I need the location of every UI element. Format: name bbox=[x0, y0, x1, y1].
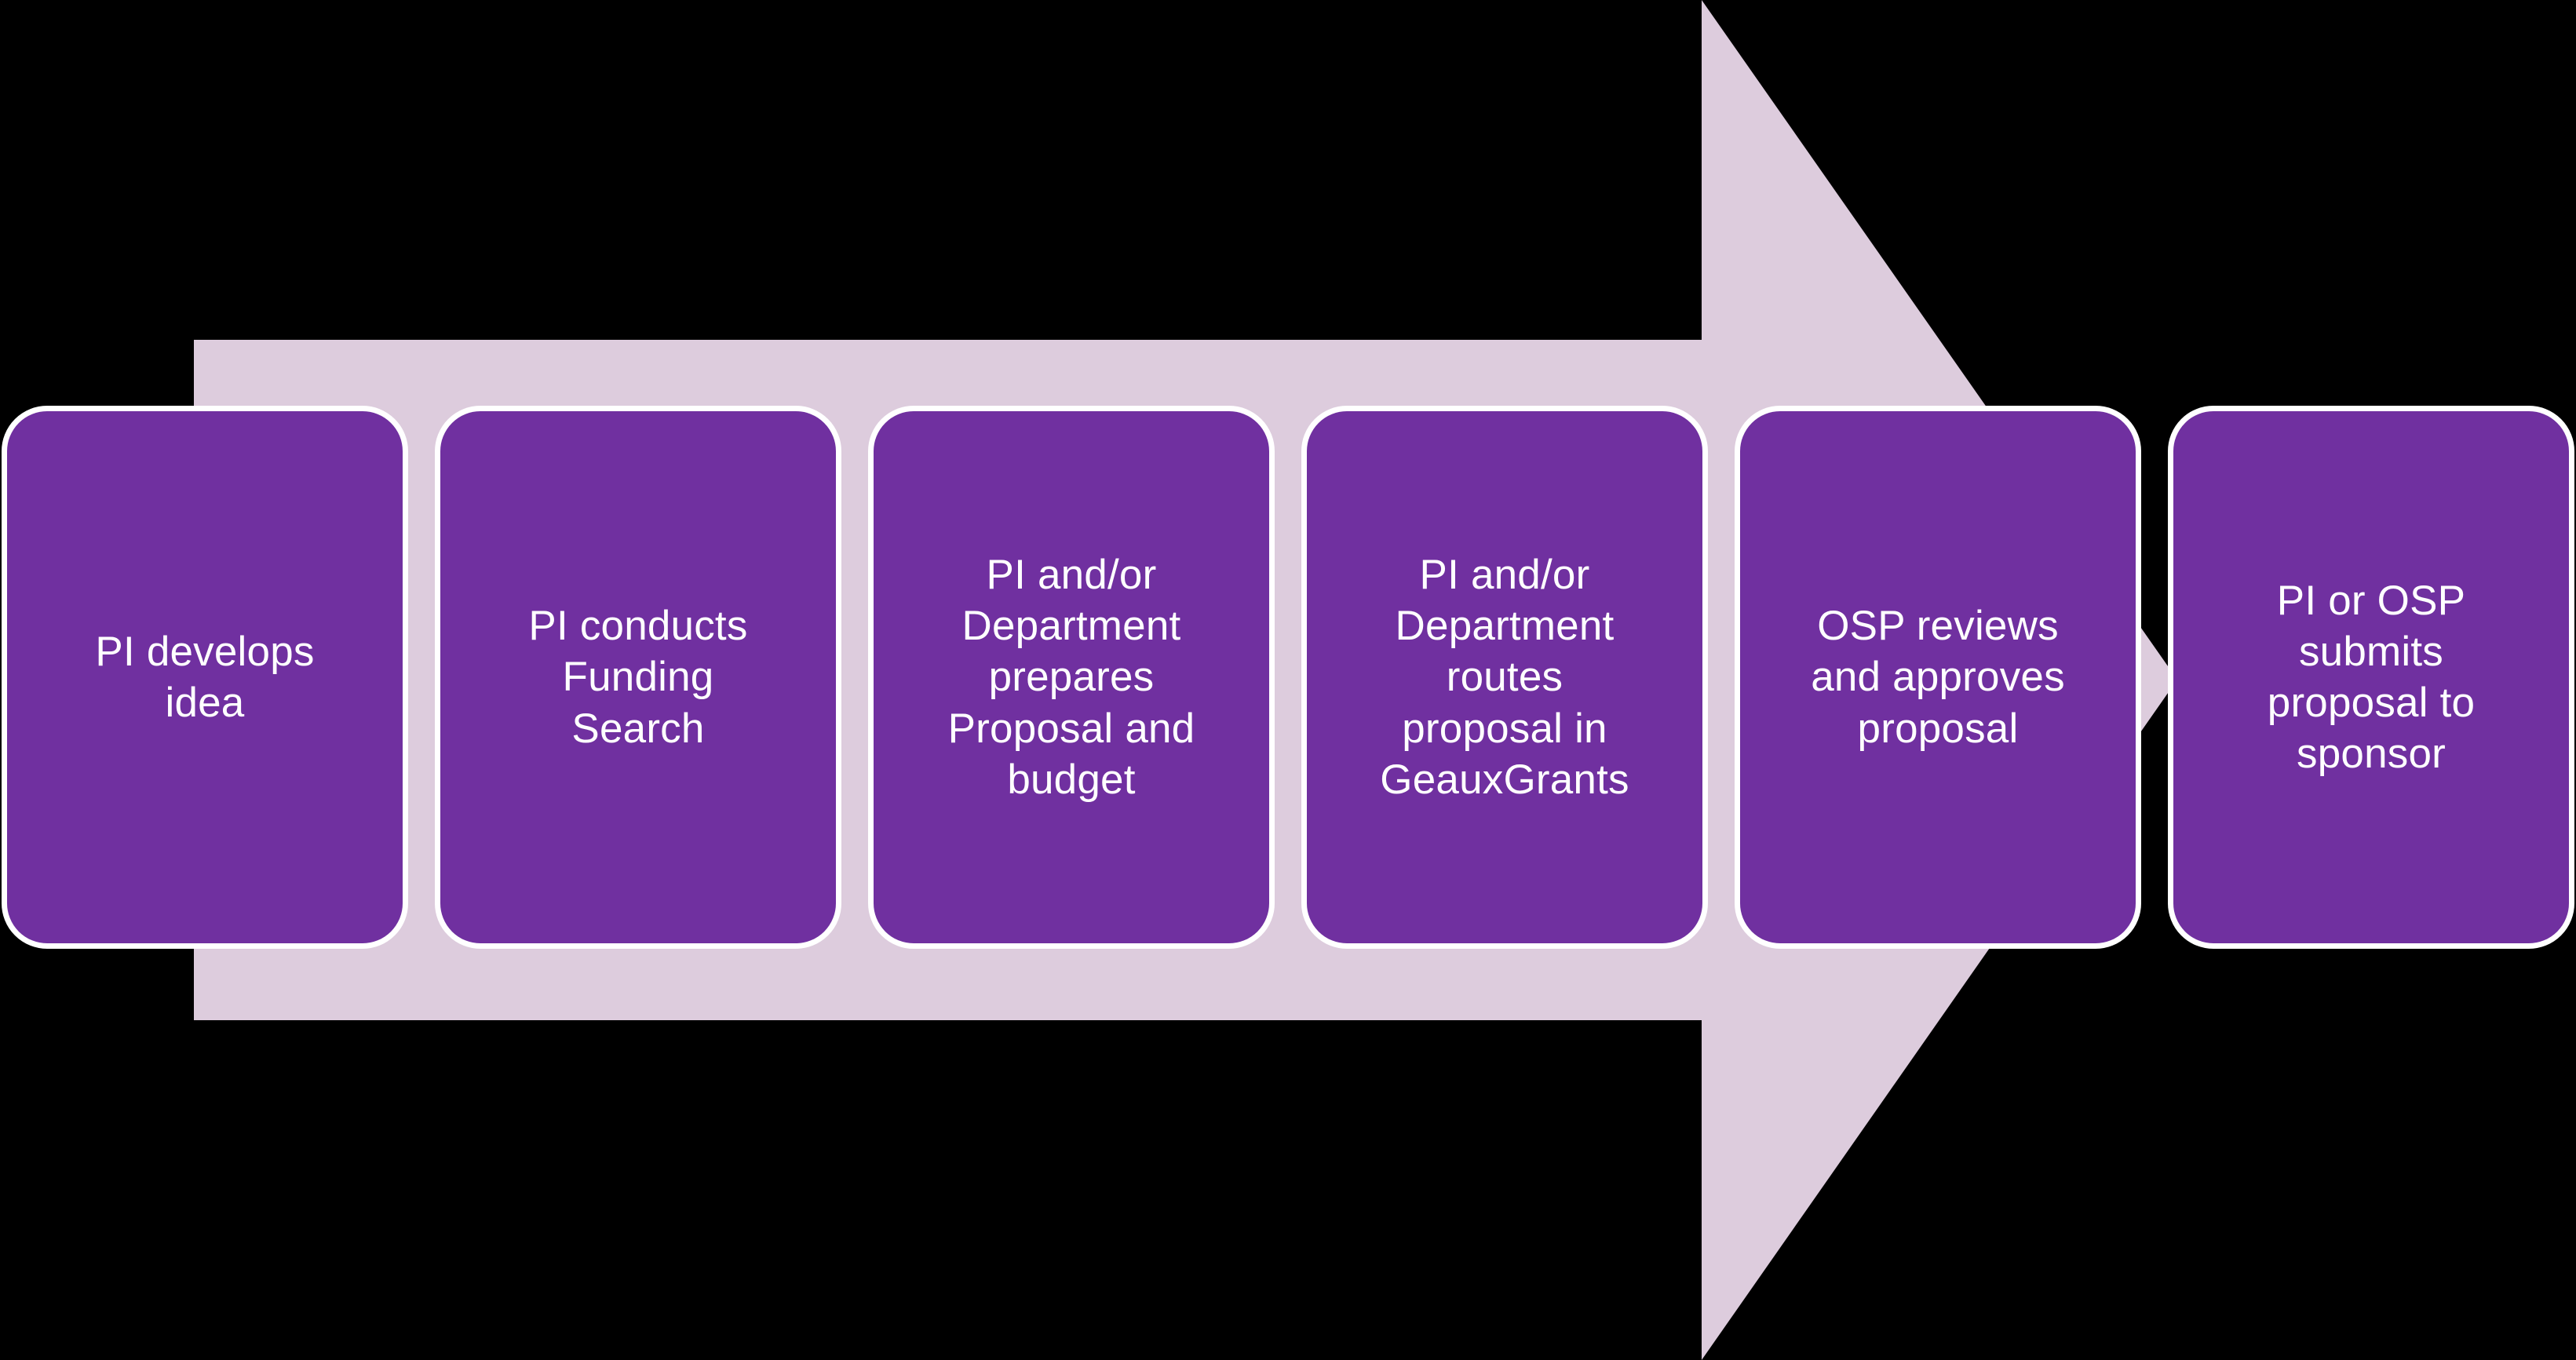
process-step-2[interactable]: PI conducts Funding Search bbox=[435, 406, 841, 949]
process-step-1-label: PI develops idea bbox=[95, 628, 315, 726]
process-step-3-label: PI and/or Department prepares Proposal a… bbox=[947, 552, 1195, 803]
process-step-6[interactable]: PI or OSP submits proposal to sponsor bbox=[2168, 406, 2574, 949]
process-step-5[interactable]: OSP reviews and approves proposal bbox=[1735, 406, 2141, 949]
process-step-2-label: PI conducts Funding Search bbox=[528, 603, 748, 752]
process-step-1[interactable]: PI develops idea bbox=[2, 406, 408, 949]
process-step-3[interactable]: PI and/or Department prepares Proposal a… bbox=[868, 406, 1275, 949]
process-step-4-label: PI and/or Department routes proposal in … bbox=[1380, 552, 1629, 803]
process-step-4[interactable]: PI and/or Department routes proposal in … bbox=[1301, 406, 1708, 949]
process-step-6-label: PI or OSP submits proposal to sponsor bbox=[2267, 577, 2476, 778]
process-step-5-label: OSP reviews and approves proposal bbox=[1811, 603, 2065, 752]
process-step-row: PI develops idea PI conducts Funding Sea… bbox=[0, 406, 2576, 949]
